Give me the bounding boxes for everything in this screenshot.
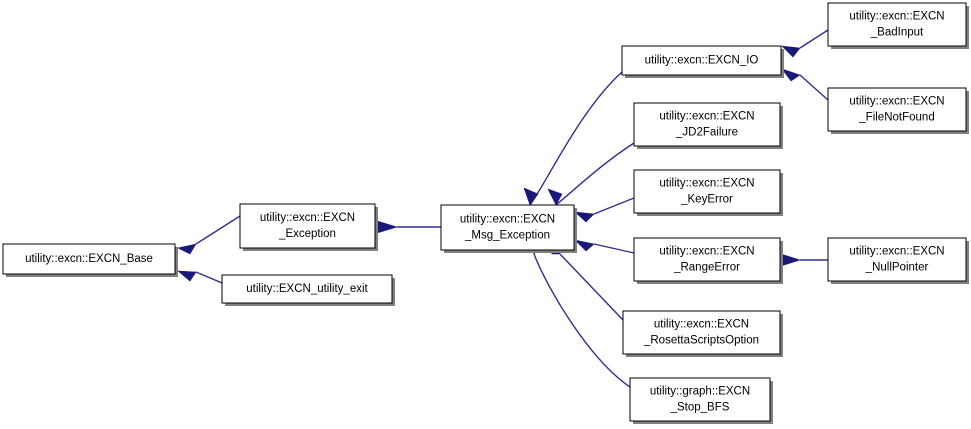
node-border[interactable] (633, 169, 781, 214)
edge-excn_utility_exit-to-excn_base (177, 270, 223, 284)
node-label: utility::excn::EXCN (849, 11, 944, 23)
node-excn_exception[interactable]: utility::excn::EXCN_Exception (239, 203, 378, 251)
edge-line (799, 29, 829, 49)
node-border[interactable] (221, 274, 393, 304)
node-label: utility::excn::EXCN_Base (25, 253, 153, 265)
node-excn_rangeerror[interactable]: utility::excn::EXCN_RangeError (633, 237, 783, 284)
node-label: utility::excn::EXCN (849, 246, 944, 258)
edge-line (533, 253, 631, 388)
node-label: utility::excn::EXCN (659, 246, 754, 258)
node-excn_filenotfound[interactable]: utility::excn::EXCN_FileNotFound (827, 87, 969, 134)
arrowhead-icon (781, 45, 801, 58)
node-excn_msg_exception[interactable]: utility::excn::EXCN_Msg_Exception (440, 204, 577, 253)
arrowhead-icon (574, 239, 595, 252)
edge-line (799, 74, 829, 101)
arrowhead-icon (523, 187, 539, 206)
edge-line (529, 71, 623, 206)
arrowhead-icon (781, 68, 801, 82)
node-label: _Stop_BFS (670, 402, 730, 414)
node-border[interactable] (440, 204, 575, 251)
edge-excn_msg_exception-to-excn_exception (376, 220, 441, 234)
node-excn_badinput[interactable]: utility::excn::EXCN_BadInput (827, 2, 969, 49)
edge-line (593, 243, 635, 254)
edge-line (555, 142, 635, 206)
node-excn_utility_exit[interactable]: utility::EXCN_utility_exit (221, 274, 395, 306)
node-border[interactable] (622, 310, 781, 355)
edge-excn_badinput-to-excn_io (781, 29, 829, 58)
node-label: utility::excn::EXCN (659, 111, 754, 123)
node-excn_io[interactable]: utility::excn::EXCN_IO (621, 45, 784, 78)
node-excn_base[interactable]: utility::excn::EXCN_Base (2, 243, 178, 277)
edge-excn_keyerror-to-excn_msg_exception (574, 197, 635, 223)
node-label: utility::excn::EXCN (260, 212, 355, 224)
edge-excn_rangeerror-to-excn_msg_exception (574, 239, 635, 254)
arrowhead-icon (177, 243, 197, 255)
node-label: _RangeError (673, 262, 740, 274)
node-excn_keyerror[interactable]: utility::excn::EXCN_KeyError (633, 169, 783, 216)
edge-line (195, 271, 223, 284)
arrowhead-icon (574, 211, 595, 223)
node-border[interactable] (633, 237, 781, 282)
node-label: _RosettaScriptsOption (643, 335, 759, 347)
node-excn_rosettascriptsoption[interactable]: utility::excn::EXCN_RosettaScriptsOption (622, 310, 783, 357)
edge-line (195, 215, 241, 245)
edge-line (559, 253, 624, 321)
node-border[interactable] (827, 87, 967, 132)
node-label: utility::excn::EXCN (659, 178, 754, 190)
nodes-layer: utility::excn::EXCN_Baseutility::excn::E… (2, 2, 969, 424)
node-label: _BadInput (870, 27, 924, 39)
node-border[interactable] (629, 377, 771, 422)
edge-excn_io-to-excn_msg_exception (523, 71, 623, 206)
node-label: _KeyError (680, 194, 733, 206)
node-border[interactable] (621, 45, 782, 76)
node-border[interactable] (2, 243, 176, 275)
node-label: _Exception (278, 228, 336, 240)
node-border[interactable] (633, 102, 781, 147)
node-label: _FileNotFound (858, 112, 934, 124)
node-excn_jd2failure[interactable]: utility::excn::EXCN_JD2Failure (633, 102, 783, 149)
node-border[interactable] (827, 2, 967, 47)
edge-excn_stop_bfs-to-excn_msg_exception (527, 237, 631, 388)
node-label: _JD2Failure (675, 127, 738, 139)
edge-excn_jd2failure-to-excn_msg_exception (547, 142, 635, 206)
edge-excn_exception-to-excn_base (177, 215, 241, 255)
node-label: utility::EXCN_utility_exit (246, 283, 368, 295)
node-label: _Msg_Exception (464, 230, 550, 242)
node-border[interactable] (239, 203, 376, 249)
edge-excn_nullpointer-to-excn_rangeerror (780, 253, 828, 267)
arrowhead-icon (780, 253, 801, 267)
node-excn_stop_bfs[interactable]: utility::graph::EXCN_Stop_BFS (629, 377, 773, 424)
node-label: utility::excn::EXCN (849, 96, 944, 108)
edge-line (593, 197, 635, 215)
arrowhead-icon (177, 270, 197, 282)
node-label: utility::graph::EXCN (650, 386, 750, 398)
node-label: utility::excn::EXCN_IO (645, 55, 759, 67)
node-border[interactable] (827, 237, 967, 282)
node-label: utility::excn::EXCN (654, 319, 749, 331)
edge-excn_filenotfound-to-excn_io (781, 68, 829, 101)
arrowhead-icon (547, 188, 563, 206)
node-excn_nullpointer[interactable]: utility::excn::EXCN_NullPointer (827, 237, 969, 284)
arrowhead-icon (376, 220, 399, 234)
node-label: utility::excn::EXCN (460, 214, 555, 226)
node-label: _NullPointer (865, 262, 929, 274)
